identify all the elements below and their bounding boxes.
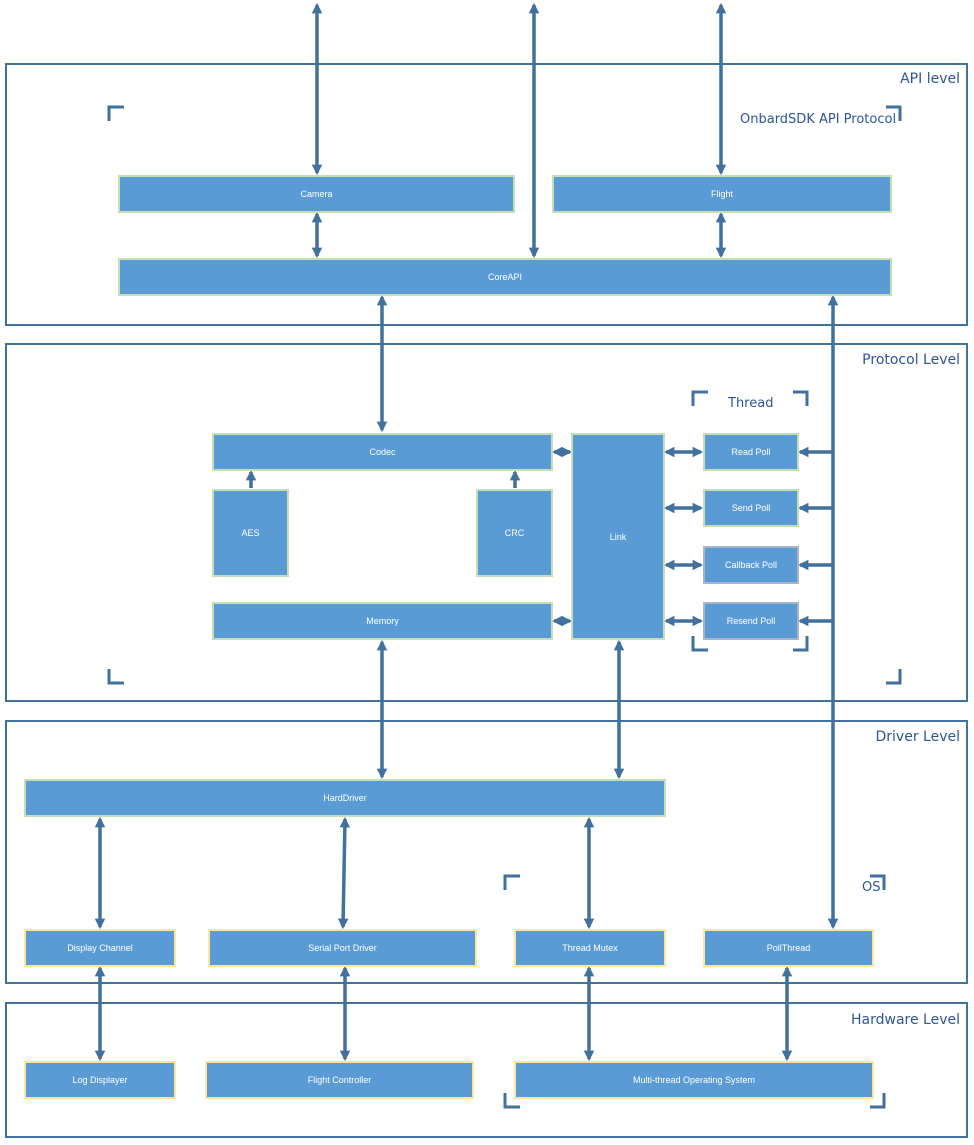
- resend-poll-box: Resend Poll: [703, 602, 799, 640]
- protocol-level-title: Protocol Level: [862, 352, 960, 368]
- api-group-bracket-tl: [107, 105, 124, 121]
- camera-box: Camera: [118, 175, 515, 213]
- driver-level-frame: [5, 720, 968, 984]
- os-group-bracket-bl: [503, 1093, 520, 1109]
- protocol-group-bracket-bl: [107, 669, 124, 685]
- link-box: Link: [571, 433, 665, 640]
- callback-poll-box: Callback Poll: [703, 546, 799, 584]
- pollthread-box: PollThread: [703, 929, 874, 967]
- harddriver-serial-arrow: [337, 816, 351, 930]
- api-level-frame: [5, 63, 968, 326]
- harddriver-box: HardDriver: [24, 779, 666, 817]
- os-group-label: OS: [862, 880, 881, 895]
- protocol-group-bracket-br: [886, 669, 902, 685]
- hardware-level-title: Hardware Level: [851, 1012, 960, 1028]
- memory-box: Memory: [212, 602, 553, 640]
- thread-mutex-box: Thread Mutex: [514, 929, 666, 967]
- flight-controller-box: Flight Controller: [205, 1061, 474, 1099]
- thread-group-bracket-bl: [691, 636, 708, 652]
- os-group-bracket-br: [870, 1093, 886, 1109]
- os-group-bracket-tr: [870, 874, 886, 890]
- api-level-title: API level: [900, 71, 960, 87]
- hardware-level-frame: [5, 1002, 968, 1138]
- thread-group-label: Thread: [728, 396, 774, 411]
- flight-box: Flight: [552, 175, 892, 213]
- crc-box: CRC: [476, 489, 553, 577]
- coreapi-box: CoreAPI: [118, 258, 892, 296]
- display-channel-box: Display Channel: [24, 929, 176, 967]
- driver-level-title: Driver Level: [875, 729, 961, 745]
- thread-group-bracket-tl: [691, 390, 708, 406]
- thread-group-bracket-tr: [793, 390, 809, 406]
- os-group-bracket-tl: [503, 874, 520, 890]
- protocol-level-frame: [5, 343, 968, 702]
- aes-box: AES: [212, 489, 289, 577]
- sdk-protocol-label: OnbardSDK API Protocol: [740, 112, 897, 127]
- serial-port-driver-box: Serial Port Driver: [208, 929, 477, 967]
- api-group-bracket-tr: [886, 105, 902, 121]
- read-poll-box: Read Poll: [703, 433, 799, 471]
- send-poll-box: Send Poll: [703, 489, 799, 527]
- multithread-os-box: Multi-thread Operating System: [514, 1061, 874, 1099]
- thread-group-bracket-br: [793, 636, 809, 652]
- codec-box: Codec: [212, 433, 553, 471]
- log-displayer-box: Log Displayer: [24, 1061, 176, 1099]
